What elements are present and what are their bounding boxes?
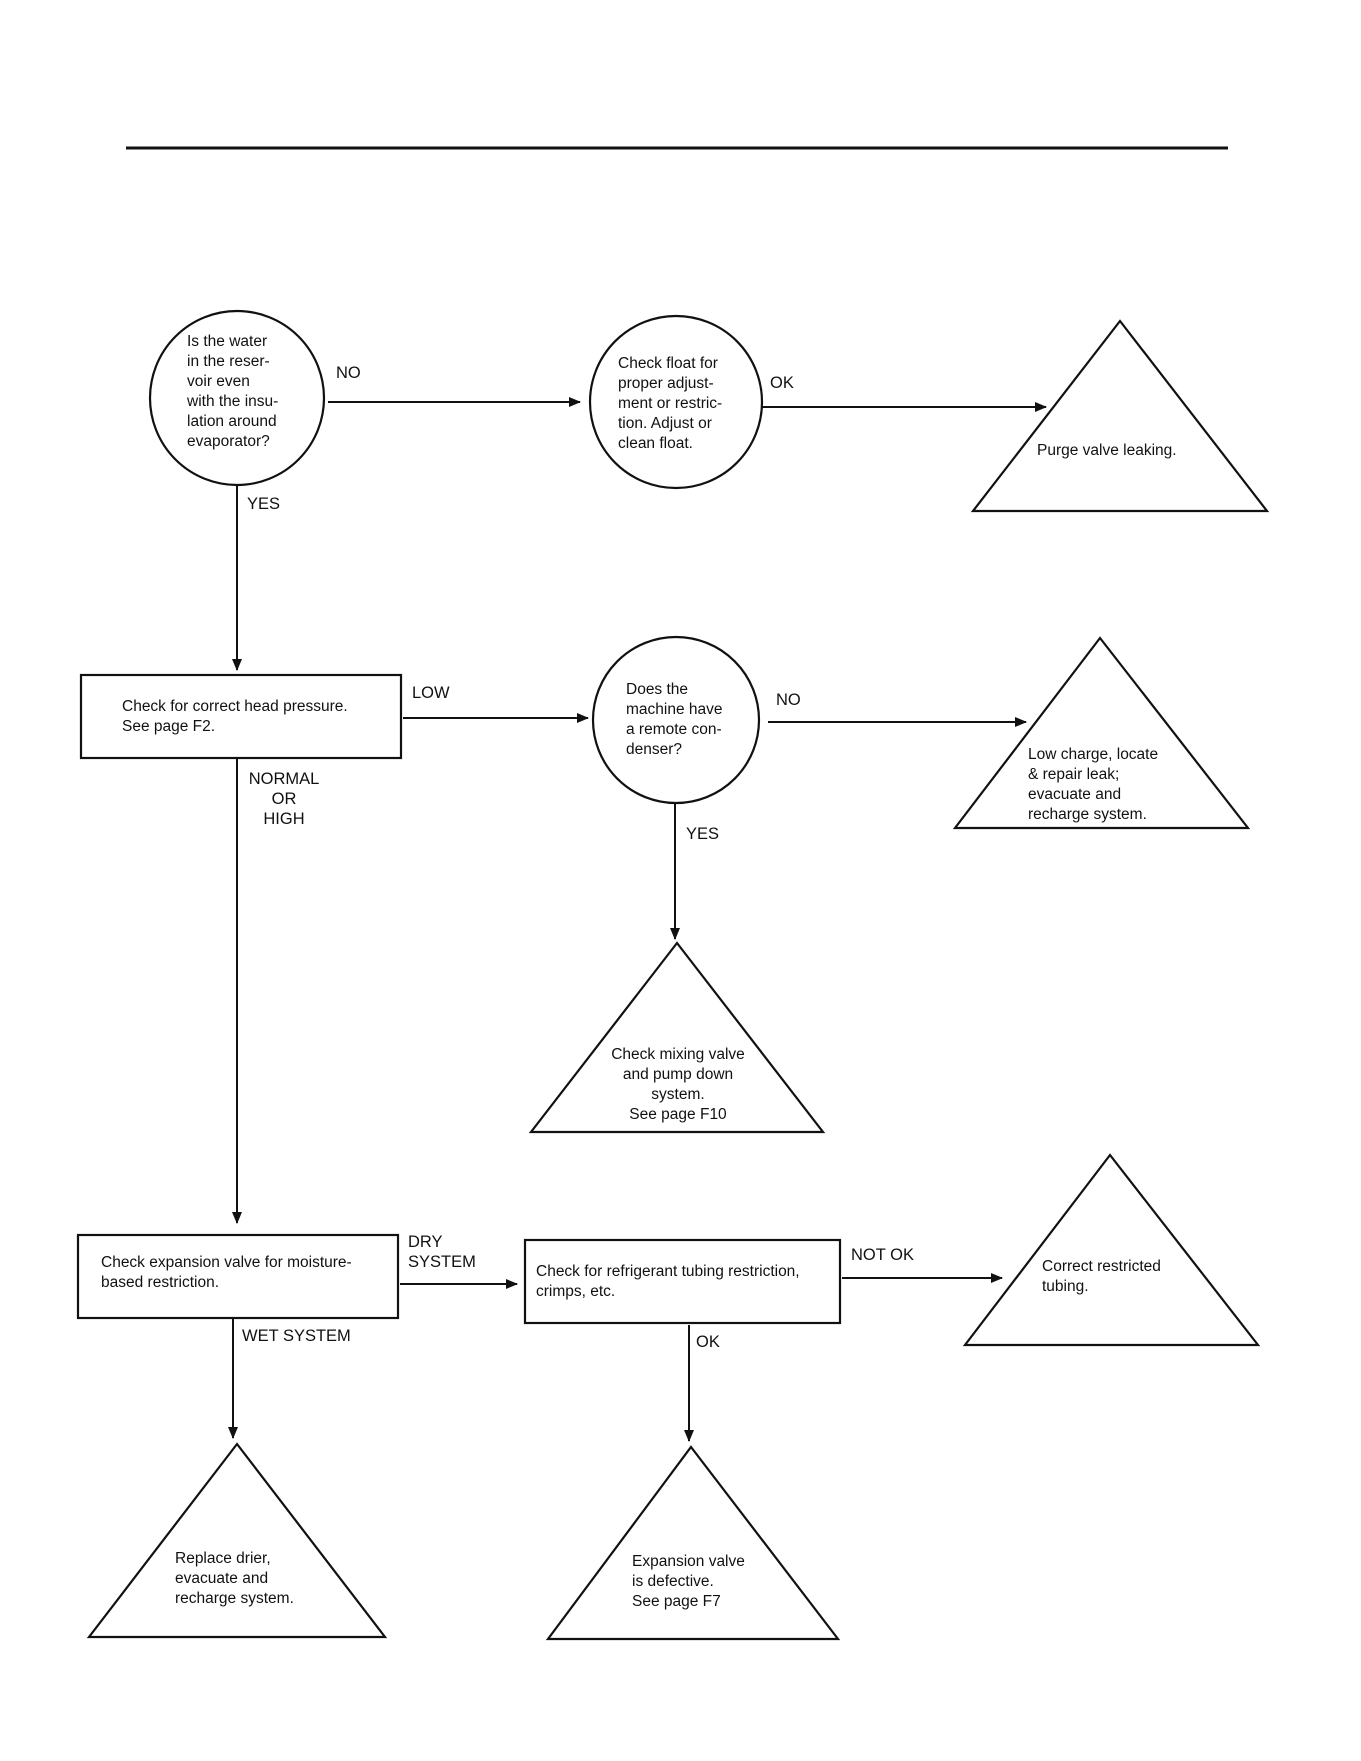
text-line: is defective. (632, 1573, 714, 1590)
text-line: Is the water (187, 333, 267, 350)
text-line: clean float. (618, 435, 693, 452)
node-q-water: Is the water in the reser-voir even with t… (148, 309, 326, 487)
text-line: recharge system. (175, 1590, 294, 1607)
text-line: ment or restric- (618, 395, 722, 412)
process-box (523, 1238, 842, 1325)
text-line: tion. Adjust or (618, 415, 712, 432)
text-line: tubing. (1042, 1278, 1089, 1295)
node-text: Check for correct head pressure. See page… (122, 698, 348, 735)
text-line: & repair leak; (1028, 766, 1119, 783)
text-line: evacuate and (1028, 786, 1121, 803)
text-line: in the reser- (187, 353, 270, 370)
label-water-yes: YES (247, 495, 280, 513)
text-line: Does the (626, 681, 688, 698)
label-float-ok: OK (770, 374, 794, 392)
text-line: lation around (187, 413, 277, 430)
node-text: Does the machine have a remote con-denser? (626, 681, 723, 758)
text-line: See page F2. (122, 718, 215, 735)
node-purge-valve: Purge valve leaking. (970, 319, 1270, 513)
text-line: DRY (408, 1233, 443, 1251)
outcome-triangle (962, 1153, 1261, 1347)
outcome-triangle (86, 1442, 388, 1639)
label-tubing-not-ok: NOT OK (851, 1246, 914, 1264)
node-check-float: Check float for proper adjust-ment or res… (588, 314, 764, 490)
node-text: Check mixing valve and pump down system. Se… (611, 1046, 745, 1123)
node-expansion-defective: Expansion valve is defective. See page F7 (545, 1445, 841, 1641)
outcome-triangle (528, 941, 826, 1134)
outcome-triangle (545, 1445, 841, 1641)
text-line: based restriction. (101, 1274, 219, 1291)
text-line: Check mixing valve (611, 1046, 745, 1063)
text-line: recharge system. (1028, 806, 1147, 823)
outcome-triangle (970, 319, 1270, 513)
text-line: denser? (626, 741, 682, 758)
label-head-low: LOW (412, 684, 450, 702)
node-text: Check expansion valve for moisture-based… (101, 1254, 352, 1291)
text-line: See page F10 (629, 1106, 727, 1123)
edge-labels: NO YES OK LOW NORMAL OR HIGH NO YES DRY SYS… (242, 364, 914, 1351)
node-text: Low charge, locate & repair leak; evacuate… (1028, 746, 1158, 823)
decision-circle (148, 309, 326, 487)
decision-circle (591, 635, 761, 805)
node-text: Replace drier, evacuate and recharge syste… (175, 1550, 294, 1607)
connectors (228, 397, 1047, 1442)
label-head-normal-high: NORMAL OR HIGH (249, 770, 320, 828)
process-box (76, 1233, 400, 1320)
node-low-charge: Low charge, locate & repair leak; evacuate… (952, 636, 1251, 830)
text-line: NORMAL (249, 770, 320, 788)
text-line: voir even (187, 373, 250, 390)
text-line: Low charge, locate (1028, 746, 1158, 763)
node-text: Is the water in the reser-voir even with t… (186, 333, 278, 450)
text-line: a remote con- (626, 721, 722, 738)
text-line: Correct restricted (1042, 1258, 1161, 1275)
text-line: evacuate and (175, 1570, 268, 1587)
text-line: Replace drier, (175, 1550, 271, 1567)
node-text: Check for refrigerant tubing restriction… (536, 1263, 800, 1300)
outcome-triangle (952, 636, 1251, 830)
text-line: Check for correct head pressure. (122, 698, 348, 715)
text-line: Purge valve leaking. (1037, 442, 1177, 459)
node-replace-drier: Replace drier, evacuate and recharge syste… (86, 1442, 388, 1639)
text-line: Expansion valve (632, 1553, 745, 1570)
node-check-tubing: Check for refrigerant tubing restriction… (523, 1238, 842, 1325)
label-remote-yes: YES (686, 825, 719, 843)
text-line: proper adjust- (618, 375, 714, 392)
text-line: crimps, etc. (536, 1283, 615, 1300)
label-expansion-wet: WET SYSTEM (242, 1327, 351, 1345)
text-line: Check float for (618, 355, 718, 372)
node-text: Correct restricted tubing. (1042, 1258, 1161, 1295)
process-box (79, 673, 403, 760)
text-line: Check for refrigerant tubing restriction… (536, 1263, 800, 1280)
label-remote-no: NO (776, 691, 801, 709)
text-line: with the insu- (186, 393, 278, 410)
text-line: machine have (626, 701, 723, 718)
text-line: HIGH (263, 810, 304, 828)
node-text: Expansion valve is defective. See page F7 (632, 1553, 745, 1610)
node-text: Purge valve leaking. (1037, 442, 1177, 459)
decision-circle (588, 314, 764, 490)
node-text: Check float for proper adjust-ment or res… (618, 355, 722, 452)
node-check-head: Check for correct head pressure. See page… (79, 673, 403, 760)
text-line: OR (272, 790, 297, 808)
text-line: and pump down (623, 1066, 733, 1083)
text-line: Check expansion valve for moisture- (101, 1254, 352, 1271)
node-mixing-valve: Check mixing valve and pump down system. Se… (528, 941, 826, 1134)
text-line: evaporator? (187, 433, 270, 450)
node-check-expansion: Check expansion valve for moisture-based… (76, 1233, 400, 1320)
text-line: See page F7 (632, 1593, 721, 1610)
label-water-no: NO (336, 364, 361, 382)
label-expansion-dry: DRY SYSTEM (408, 1233, 476, 1271)
node-correct-tubing: Correct restricted tubing. (962, 1153, 1261, 1347)
text-line: SYSTEM (408, 1253, 476, 1271)
node-q-remote: Does the machine have a remote con-denser? (591, 635, 761, 805)
text-line: system. (651, 1086, 704, 1103)
label-tubing-ok: OK (696, 1333, 720, 1351)
